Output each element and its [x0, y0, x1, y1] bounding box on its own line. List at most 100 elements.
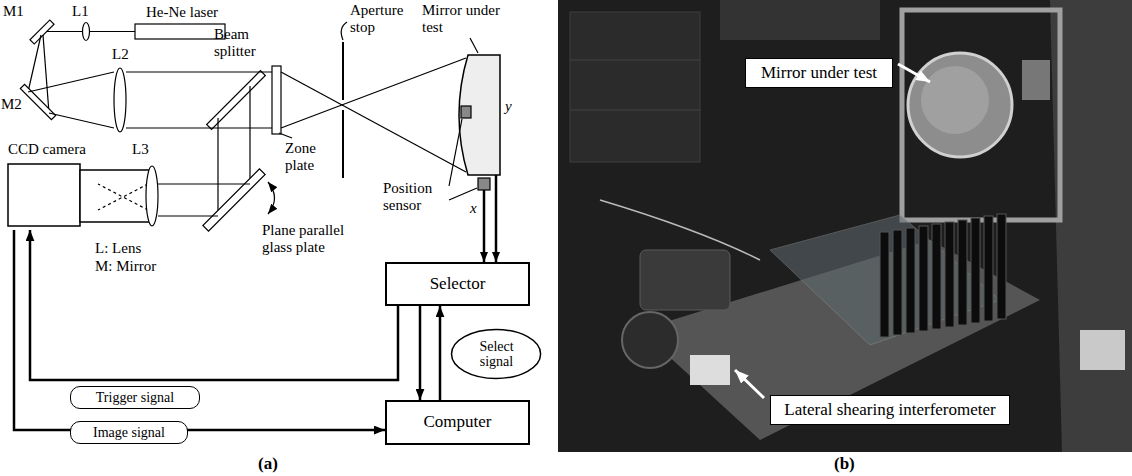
photograph [558, 0, 1132, 452]
text-holder: Image signal [93, 425, 165, 440]
photo-camera [640, 250, 730, 310]
photo-mount [690, 355, 730, 385]
camera-barrel [80, 170, 152, 222]
sensor-signal [483, 190, 486, 262]
photo-fin [958, 220, 967, 325]
laser-name: He-Ne laser [146, 4, 218, 21]
position-sensor [461, 106, 471, 118]
aperture-stop [342, 42, 344, 100]
beam-splitter [207, 71, 266, 130]
node-text: Selector [430, 275, 486, 294]
glass-plate [203, 169, 265, 231]
photo-lens [622, 312, 678, 368]
signal-line [30, 230, 398, 380]
signal-line [439, 306, 442, 400]
node-text: Lateral shearing interferometer [784, 401, 995, 420]
part-name: Aperture stop [350, 2, 416, 36]
zone-plate [272, 66, 281, 134]
photo-ground [558, 0, 1132, 452]
lens-name: L2 [112, 46, 129, 63]
process-box: Computer [385, 400, 530, 445]
photo-shelf [570, 60, 700, 61]
mirror-name: M2 [1, 96, 22, 113]
lens-l2 [114, 68, 126, 132]
ellipse-outline [452, 330, 541, 379]
beam-ray [43, 35, 49, 113]
callout-arrow [898, 64, 930, 82]
text-holder: Trigger signal [96, 390, 174, 405]
camera-unit: CCD camera [6, 140, 160, 230]
beam-ray [158, 215, 218, 216]
part-name: Plane parallel glass plate [262, 222, 374, 256]
panel-label: (b) [834, 454, 855, 473]
lens-name: L1 [72, 3, 89, 20]
photo-callout: Lateral shearing interferometer [770, 395, 1010, 425]
lens-l1 [83, 23, 90, 41]
photo-fin [932, 224, 941, 329]
leader-line [470, 38, 478, 53]
signal-line [419, 306, 422, 400]
leader-line [449, 119, 462, 186]
part-name: Mirror under test [422, 2, 502, 36]
tilt-arrow [268, 182, 275, 214]
node-text: Select signal [468, 339, 526, 370]
beam-ray [28, 35, 41, 92]
aperture-stop [342, 110, 344, 178]
sensor-signal [495, 175, 498, 262]
photo-shelf [570, 110, 700, 111]
axis-label: x [470, 200, 477, 217]
callout-arrow [735, 370, 764, 398]
photo-cable [600, 200, 760, 260]
part-name: Beam splitter [214, 26, 276, 60]
beam-ray [28, 72, 114, 92]
axis-label: y [505, 98, 512, 115]
photo-fin [893, 230, 902, 335]
photo-mirror [921, 66, 989, 134]
leader-line [279, 133, 292, 138]
beam-ray [281, 58, 466, 128]
text-holder: Select signal [468, 339, 526, 370]
camera-ray [98, 184, 148, 210]
beam-ray [49, 113, 114, 128]
mirror-frame [902, 10, 1060, 220]
text-holder: CCD camera [8, 141, 86, 158]
photo-fin [971, 218, 980, 323]
photo-enclosure [770, 215, 1000, 345]
part-name: Position sensor [383, 180, 445, 214]
beam-ray [217, 118, 218, 216]
beam-ray [249, 86, 250, 184]
lens-l3 [146, 166, 158, 226]
panel-label: (a) [258, 454, 278, 473]
photo-fin [880, 232, 889, 337]
photo-box [1080, 330, 1125, 370]
beam-ray [126, 71, 272, 72]
leader-line [341, 22, 347, 40]
lens-name: L3 [132, 141, 149, 158]
text-holder: Selector [430, 275, 486, 294]
node-text: Computer [424, 413, 492, 432]
key-note: M: Mirror [95, 258, 156, 275]
signal-line [14, 230, 385, 430]
signal-tag: Trigger signal [70, 386, 200, 409]
node-text: Mirror under test [761, 64, 877, 83]
signal-tag: Image signal [70, 421, 188, 444]
photo-callout: Mirror under test [745, 58, 893, 88]
key-note: L: Lens [95, 240, 141, 257]
beam-ray [158, 183, 250, 184]
position-sensor [478, 178, 490, 190]
photo-fin [906, 228, 915, 333]
node-text: Image signal [93, 425, 165, 440]
test-mirror [459, 55, 500, 175]
photo-fin [997, 214, 1006, 319]
laser-tube [135, 24, 225, 39]
photo-fin [984, 216, 993, 321]
text-holder: Lateral shearing interferometer [784, 401, 995, 420]
mirror-name: M1 [3, 3, 24, 20]
leader-line [449, 188, 477, 200]
photo-device [1022, 60, 1050, 100]
photo-fin [945, 222, 954, 327]
part-name: Zone plate [285, 140, 329, 174]
node-text: CCD camera [8, 141, 86, 158]
text-holder: Computer [424, 413, 492, 432]
